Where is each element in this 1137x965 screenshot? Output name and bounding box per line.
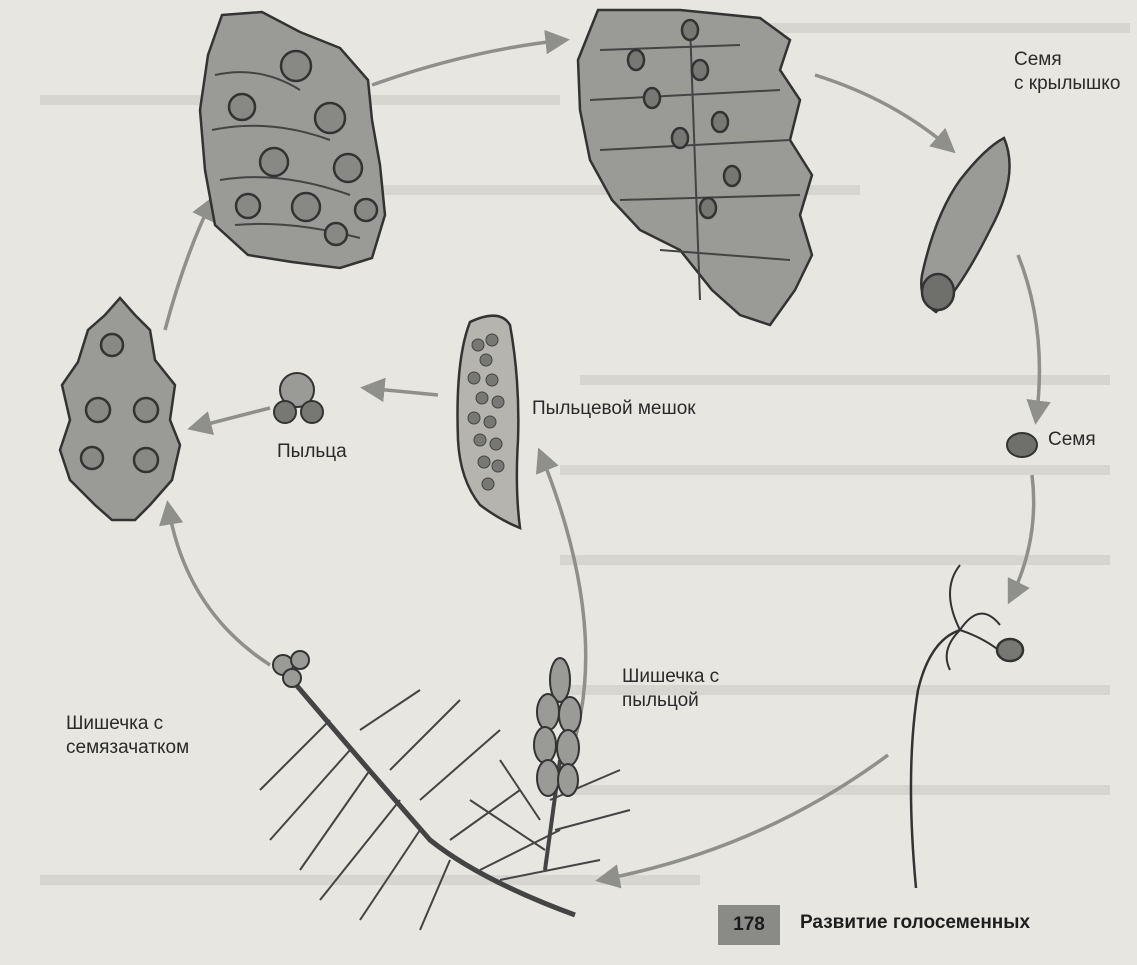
arrow-young-cone-to-mature-cone [165,200,212,330]
arrow-branch-to-young-cone [168,505,270,665]
page-number-badge: 178 [718,905,780,945]
arrow-winged-seed-to-seed [1018,255,1039,420]
label-male-cone: Шишечка с пыльцой [622,665,719,713]
label-pollen: Пыльца [277,440,347,464]
label-pollen-sac: Пыльцевой мешок [532,397,696,421]
young-seed-cone [60,298,180,520]
arrow-seedling-to-branch [600,755,888,880]
arrow-seed-to-seedling [1010,475,1034,600]
label-seed: Семя [1048,428,1096,452]
pollen-sac [458,316,521,528]
pollen-grain [274,373,323,423]
figure-caption: Развитие голосеменных [800,912,1030,934]
branch-seed-cone [273,651,309,687]
mature-seed-cone [200,12,385,268]
seedling [911,565,1023,888]
arrow-open-cone-to-winged-seed [815,75,952,150]
open-cone [578,10,812,325]
arrow-mature-cone-to-open-cone [372,40,565,85]
seed [1007,433,1037,457]
arrow-pollen-sac-to-pollen [365,388,438,395]
label-seed-with-wing: Семя с крылышко [1014,48,1120,96]
male-pollen-cone [534,658,581,796]
winged-seed [921,138,1009,312]
arrow-pollen-to-young-cone [192,408,270,428]
label-female-cone: Шишечка с семязачатком [66,712,189,760]
